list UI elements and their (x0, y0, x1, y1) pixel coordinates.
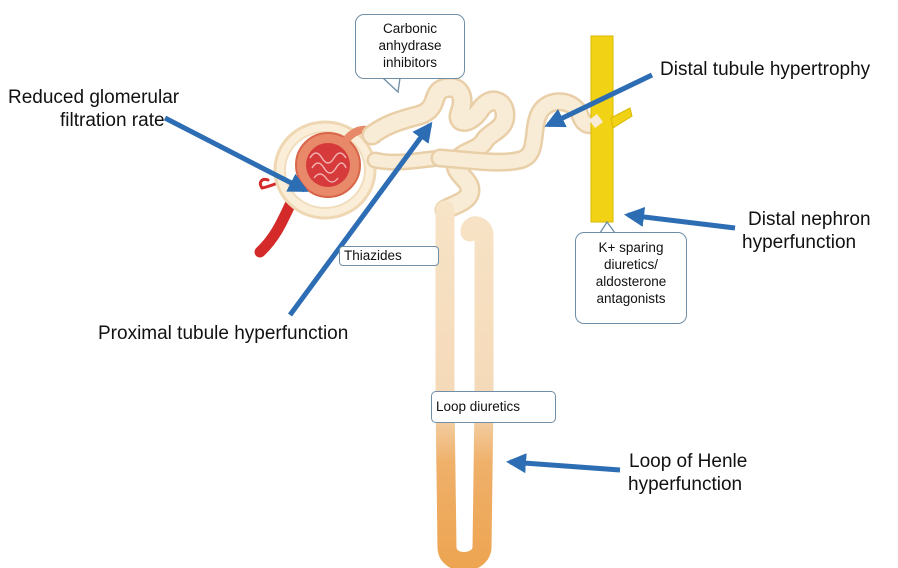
thiazides-tag: Thiazides (339, 246, 439, 266)
k-sparing-callout: K+ sparing diuretics/ aldosterone antago… (575, 232, 687, 324)
loop-of-henle-hyperfunction-label: Loop of Henle hyperfunction (628, 450, 747, 496)
loop-diuretics-tag: Loop diuretics (431, 391, 556, 423)
carbonic-anhydrase-callout: Carbonic anhydrase inhibitors (355, 14, 465, 79)
arrow-distal-nephron (628, 215, 735, 228)
proximal-tubule-hyperfunction-label: Proximal tubule hyperfunction (98, 322, 348, 345)
arrow-loop-of-henle (510, 462, 620, 470)
callout-tail-carbonic (383, 78, 400, 92)
distal-tubule-hypertrophy-label: Distal tubule hypertrophy (660, 58, 870, 81)
loop-of-henle (445, 210, 484, 562)
distal-nephron-hyperfunction-label: Distal nephron hyperfunction (742, 208, 871, 254)
collecting-duct (591, 36, 632, 222)
reduced-gfr-label: Reduced glomerular filtration rate (8, 86, 179, 132)
